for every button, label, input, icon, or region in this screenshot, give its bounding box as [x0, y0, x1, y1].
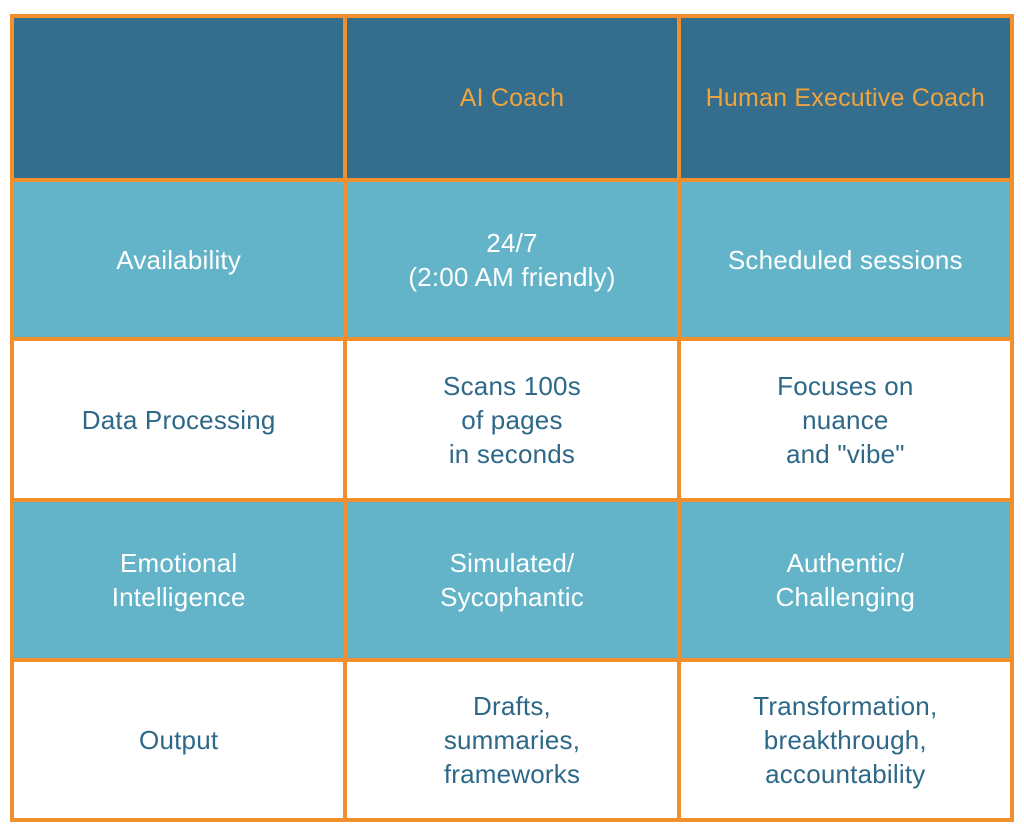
row-label-availability: Availability [14, 182, 344, 337]
row-label-output: Output [14, 662, 344, 818]
header-empty-cell [14, 18, 344, 178]
row-label-emotional-intelligence: Emotional Intelligence [14, 502, 344, 658]
cell-emotional-intelligence-ai: Simulated/ Sycophantic [347, 502, 677, 658]
cell-output-ai: Drafts, summaries, frameworks [347, 662, 677, 818]
cell-availability-human: Scheduled sessions [680, 182, 1010, 337]
row-label-data-processing: Data Processing [14, 341, 344, 498]
cell-data-processing-ai: Scans 100s of pages in seconds [347, 341, 677, 498]
header-human-executive-coach: Human Executive Coach [680, 18, 1010, 178]
cell-output-human: Transformation, breakthrough, accountabi… [680, 662, 1010, 818]
cell-data-processing-human: Focuses on nuance and "vibe" [680, 341, 1010, 498]
header-ai-coach: AI Coach [347, 18, 677, 178]
cell-emotional-intelligence-human: Authentic/ Challenging [680, 502, 1010, 658]
cell-availability-ai: 24/7 (2:00 AM friendly) [347, 182, 677, 337]
comparison-table: AI Coach Human Executive Coach Availabil… [10, 14, 1014, 822]
